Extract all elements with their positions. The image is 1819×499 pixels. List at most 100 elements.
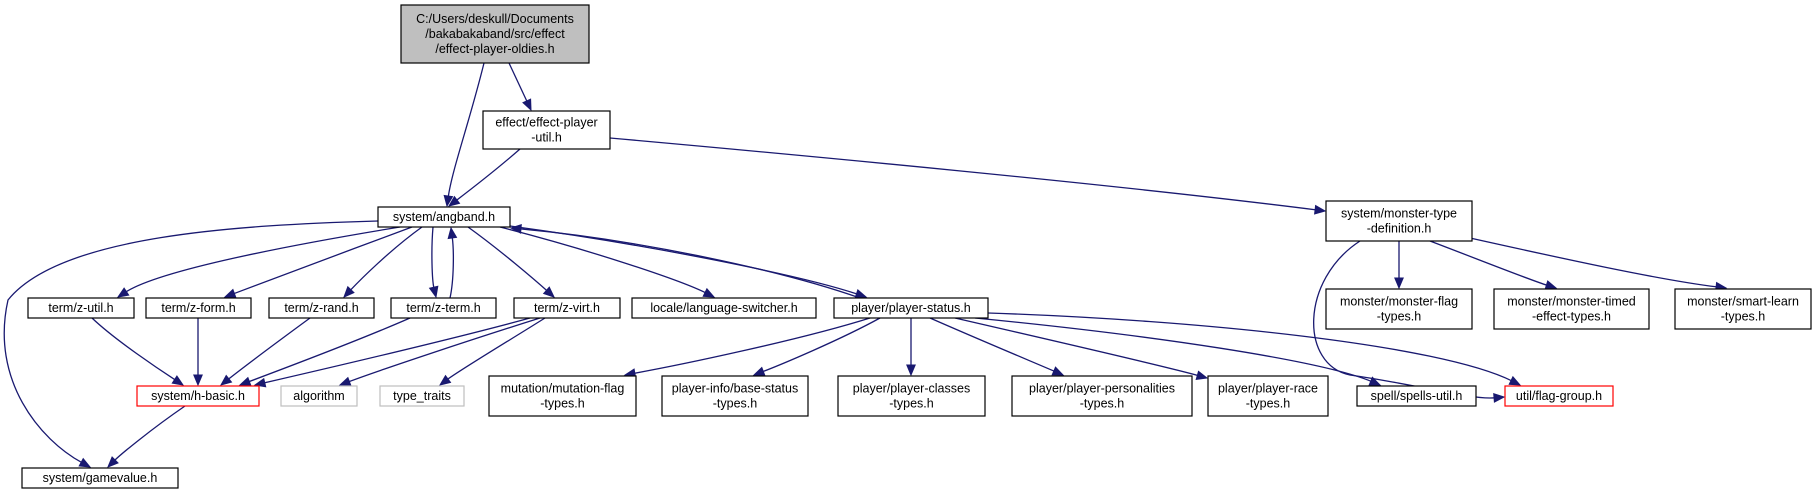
arrowhead	[1544, 280, 1558, 290]
arrowhead	[338, 376, 352, 386]
arrowhead	[1508, 375, 1522, 386]
arrowhead	[542, 286, 555, 298]
node-zutil[interactable]: term/z-util.h	[27, 297, 135, 319]
node-pinfo[interactable]: player-info/base-status-types.h	[661, 375, 809, 417]
node-pstatus[interactable]: player/player-status.h	[833, 297, 989, 319]
edge-line	[974, 317, 1372, 383]
edge-line	[519, 228, 861, 299]
node-hbasic[interactable]: system/h-basic.h	[136, 385, 260, 407]
arrowhead	[428, 285, 439, 299]
node-zrand[interactable]: term/z-rand.h	[268, 297, 375, 319]
edge-line	[447, 62, 485, 198]
edge-zvirt-to-hbasic	[253, 317, 531, 388]
node-lang[interactable]: locale/language-switcher.h	[631, 297, 817, 319]
node-label-line: util/flag-group.h	[1516, 389, 1602, 403]
edge-zvirt-to-traits	[438, 317, 546, 386]
node-box	[145, 297, 252, 319]
node-box	[513, 297, 621, 319]
arrowhead	[107, 456, 119, 468]
node-label-line: player-info/base-status	[672, 382, 798, 396]
edge-line	[954, 317, 1199, 377]
node-mtimed[interactable]: monster/monster-timed-effect-types.h	[1493, 288, 1650, 330]
edge-pstatus-to-flaggroup	[987, 312, 1522, 386]
arrowhead	[253, 377, 267, 388]
edge-line	[508, 62, 528, 103]
edge-angband-to-lang	[499, 226, 716, 298]
node-mflag[interactable]: monster/monster-flag-types.h	[1325, 288, 1473, 330]
node-smart[interactable]: monster/smart-learn-types.h	[1674, 288, 1812, 330]
node-box	[482, 110, 611, 150]
node-label-line: term/z-virt.h	[534, 301, 600, 315]
node-zterm[interactable]: term/z-term.h	[390, 297, 497, 319]
arrowhead	[238, 376, 252, 386]
edge-zterm-to-angband	[447, 226, 458, 299]
edge-hbasic-to-gamevalue	[107, 405, 186, 468]
node-label-line: player/player-status.h	[851, 301, 971, 315]
node-label-line: term/z-term.h	[406, 301, 480, 315]
node-label-line: -types.h	[1377, 310, 1422, 324]
node-box	[1207, 375, 1329, 417]
edge-line	[467, 226, 548, 292]
node-root[interactable]: C:/Users/deskull/Documents/bakabakaband/…	[400, 4, 590, 64]
edge-zform-to-hbasic	[193, 318, 203, 387]
edge-line	[113, 405, 186, 462]
edge-epu-to-mtd	[609, 137, 1327, 215]
arrowhead	[1493, 392, 1506, 403]
edge-zutil-to-hbasic	[91, 317, 185, 386]
edge-pstatus-to-ppers	[929, 317, 1065, 376]
edge-pstatus-to-prace	[954, 317, 1209, 380]
node-angband[interactable]: system/angband.h	[377, 206, 511, 228]
node-label-line: spell/spells-util.h	[1371, 389, 1463, 403]
node-label-line: -definition.h	[1367, 222, 1432, 236]
edge-pstatus-to-mutation	[623, 317, 871, 378]
edge-line	[348, 317, 541, 383]
arrowhead	[116, 287, 130, 298]
node-flaggroup[interactable]: util/flag-group.h	[1504, 385, 1614, 407]
node-box	[21, 467, 179, 489]
node-mutation[interactable]: mutation/mutation-flag-types.h	[488, 375, 637, 417]
node-box	[1325, 200, 1473, 242]
node-label-line: player/player-classes	[853, 382, 970, 396]
edge-line	[125, 226, 401, 293]
nodes-layer: C:/Users/deskull/Documents/bakabakaband/…	[21, 4, 1812, 489]
edge-line	[499, 226, 707, 294]
edge-pstatus-to-pinfo	[752, 317, 881, 376]
node-spells[interactable]: spell/spells-util.h	[1356, 385, 1477, 407]
edge-pstatus-to-pclasses	[906, 318, 916, 377]
arrowhead	[1394, 277, 1404, 290]
node-zvirt[interactable]: term/z-virt.h	[513, 297, 621, 319]
edge-angband-to-zrand	[343, 226, 423, 298]
node-box	[280, 385, 358, 407]
node-box	[400, 4, 590, 64]
node-label-line: /effect-player-oldies.h	[435, 42, 554, 56]
edge-pstatus-to-angband	[509, 223, 861, 299]
node-pclasses[interactable]: player/player-classes-types.h	[837, 375, 986, 417]
node-traits: type_traits	[379, 385, 465, 407]
node-gamevalue[interactable]: system/gamevalue.h	[21, 467, 179, 489]
node-label-line: term/z-util.h	[48, 301, 113, 315]
node-label-line: system/h-basic.h	[151, 389, 245, 403]
edge-line	[91, 317, 176, 381]
node-mtd[interactable]: system/monster-type-definition.h	[1325, 200, 1473, 242]
node-label-line: monster/monster-flag	[1340, 295, 1458, 309]
node-label-line: /bakabakaband/src/effect	[425, 27, 565, 41]
node-epu[interactable]: effect/effect-player-util.h	[482, 110, 611, 150]
node-prace[interactable]: player/player-race-types.h	[1207, 375, 1329, 417]
node-zform[interactable]: term/z-form.h	[145, 297, 252, 319]
arrowhead	[752, 366, 766, 376]
arrowhead	[522, 98, 532, 112]
edge-root-to-epu	[508, 62, 532, 112]
edge-angband-to-pstatus	[509, 225, 868, 299]
node-label-line: -types.h	[540, 397, 585, 411]
edge-line	[263, 317, 531, 384]
edge-line	[248, 317, 411, 383]
arrowhead	[447, 195, 461, 207]
node-ppers[interactable]: player/player-personalities-types.h	[1011, 375, 1193, 417]
edge-line	[349, 226, 423, 291]
arrowhead	[443, 194, 454, 208]
node-label-line: -types.h	[1721, 310, 1766, 324]
node-box	[1325, 288, 1473, 330]
node-label-line: player/player-race	[1218, 382, 1318, 396]
arrowhead	[78, 457, 92, 468]
